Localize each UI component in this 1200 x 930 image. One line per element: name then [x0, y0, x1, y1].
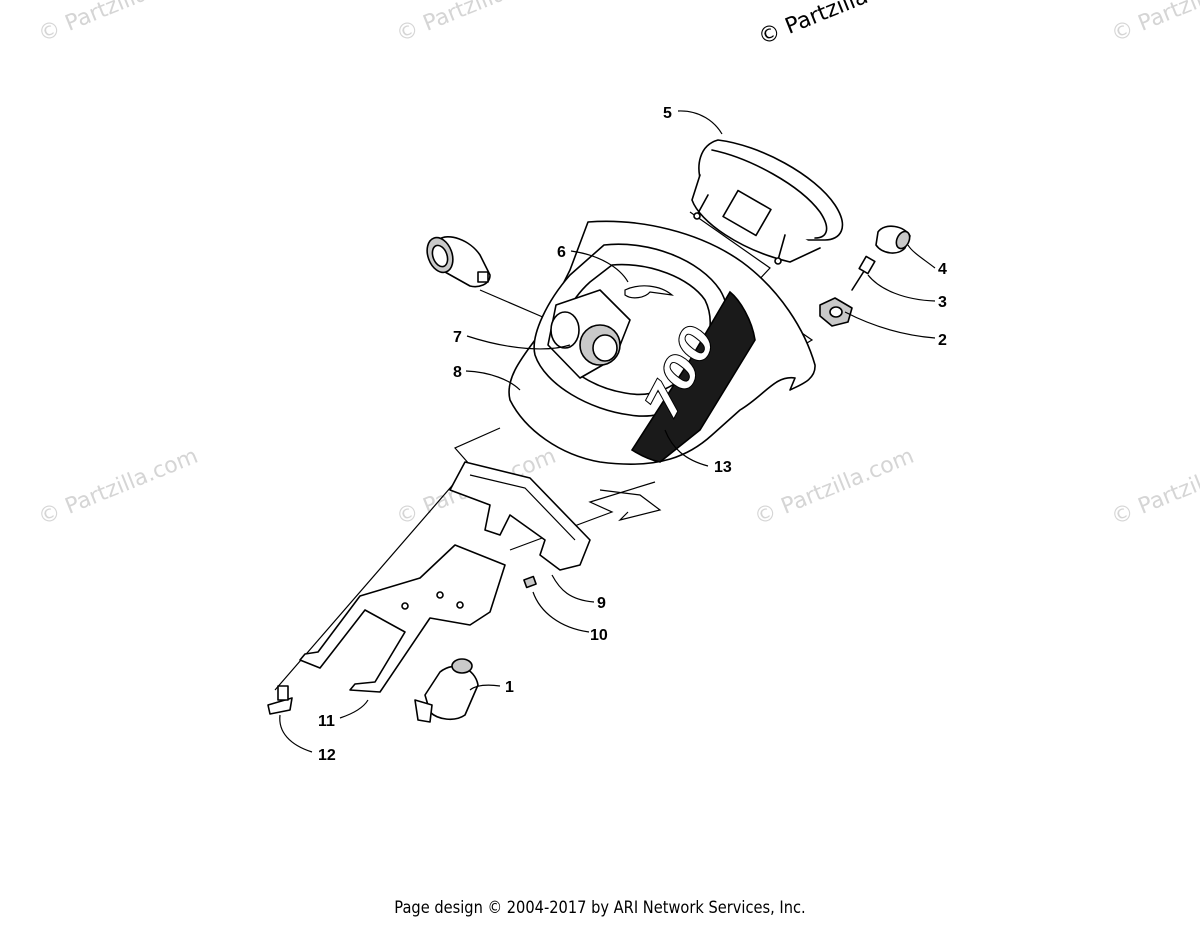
- clip[interactable]: [523, 575, 537, 589]
- power-outlet[interactable]: [423, 234, 491, 288]
- footer-copyright: Page design © 2004-2017 by ARI Network S…: [394, 898, 806, 918]
- leader-lines: [279, 110, 936, 753]
- decal-700: [630, 290, 756, 463]
- callout-8: 8: [453, 364, 462, 381]
- trim-bracket[interactable]: [449, 461, 591, 571]
- watermark: © Partzilla.com: [1108, 444, 1200, 531]
- callout-10: 10: [590, 627, 608, 644]
- callout-9: 9: [597, 595, 606, 612]
- callout-2: 2: [938, 332, 947, 349]
- outlet-bezel[interactable]: [547, 289, 631, 379]
- watermark: © Partzilla.com: [751, 444, 918, 531]
- mounting-bracket[interactable]: [299, 544, 506, 693]
- callout-7: 7: [453, 329, 462, 346]
- callout-4: 4: [938, 261, 947, 278]
- key-switch-cap[interactable]: [875, 225, 912, 254]
- rotary-switch[interactable]: [414, 658, 479, 723]
- watermark: © Partzilla.com: [1108, 0, 1200, 48]
- watermark: © Partzilla.com: [35, 0, 202, 48]
- callout-5: 5: [663, 105, 672, 122]
- watermark: © Partzilla.com: [35, 444, 202, 531]
- dash-pod-housing[interactable]: 700: [508, 220, 816, 465]
- callout-3: 3: [938, 294, 947, 311]
- ignition-key[interactable]: [851, 255, 876, 291]
- callout-11: 11: [318, 713, 335, 730]
- watermark: © Partzilla.com: [393, 0, 560, 48]
- callout-12: 12: [318, 747, 336, 764]
- callouts: 5 4 3 2 6 7 8 13 9 10 1 11 12: [318, 105, 947, 764]
- push-rivet[interactable]: [267, 685, 293, 715]
- key-nut[interactable]: [819, 297, 853, 327]
- callout-1: 1: [505, 679, 514, 696]
- speedometer[interactable]: [691, 139, 844, 265]
- callout-6: 6: [557, 244, 566, 261]
- callout-13: 13: [714, 459, 732, 476]
- watermark-top: © Partzilla: [755, 0, 872, 51]
